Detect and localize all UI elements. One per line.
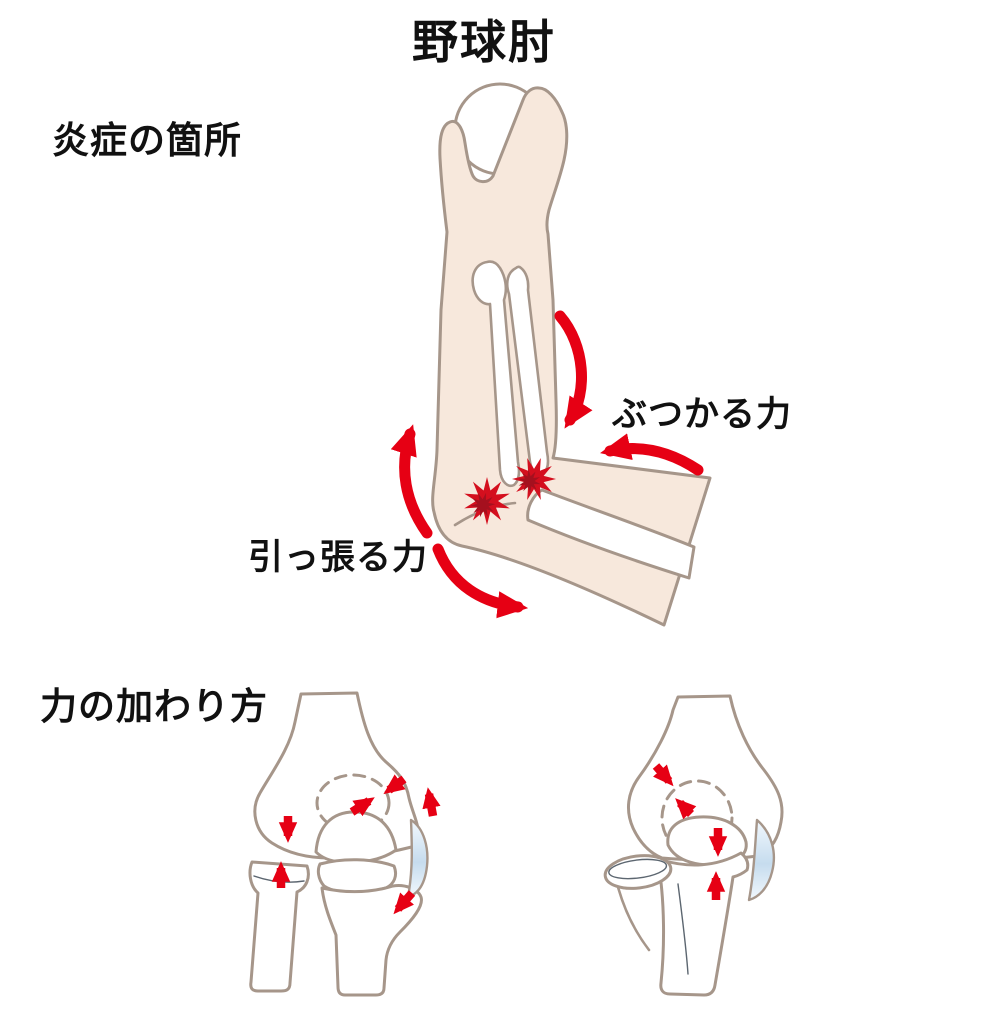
- arrow-se-into-capitellum: [652, 763, 674, 787]
- humerus-bone: [526, 488, 696, 580]
- arrow-up-at-epicondyle: [422, 787, 441, 817]
- arrow-sw-on-ulna: [393, 890, 416, 915]
- colliding-force-label: ぶつかる力: [612, 395, 793, 434]
- arrow-left-into-elbow: [600, 433, 704, 476]
- force-section-label: 力の加わり方: [40, 686, 268, 727]
- pulling-force-label: 引っ張る力: [248, 538, 429, 577]
- elbow-side-view-illustration: [603, 694, 784, 997]
- radius-bone: [471, 260, 521, 488]
- arrow-down-away-from-elbow: [432, 543, 529, 619]
- ligament-band-front: [406, 818, 429, 899]
- arrow-nw-into-capitellum: [675, 798, 697, 820]
- ulna-bone: [505, 265, 550, 477]
- inflammation-section-label: 炎症の箇所: [52, 120, 242, 161]
- ligament-band-side: [747, 818, 776, 902]
- arrow-down-onto-elbow: [554, 310, 593, 429]
- radius-shaft-line: [677, 883, 689, 975]
- arrow-sw-into-capitellum: [383, 774, 407, 795]
- radial-head-disc: [603, 854, 673, 890]
- ulna-side: [658, 851, 750, 997]
- page-title: 野球肘: [412, 16, 556, 68]
- elbow-front-view-illustration: [248, 691, 441, 997]
- radius-shaft-outline: [616, 885, 651, 952]
- radius-front: [248, 860, 310, 993]
- arrow-up-along-forearm: [390, 424, 433, 539]
- arm-holding-ball-illustration: [390, 82, 712, 627]
- arm-skin: [431, 86, 712, 627]
- arrow-ne-into-capitellum: [349, 797, 375, 817]
